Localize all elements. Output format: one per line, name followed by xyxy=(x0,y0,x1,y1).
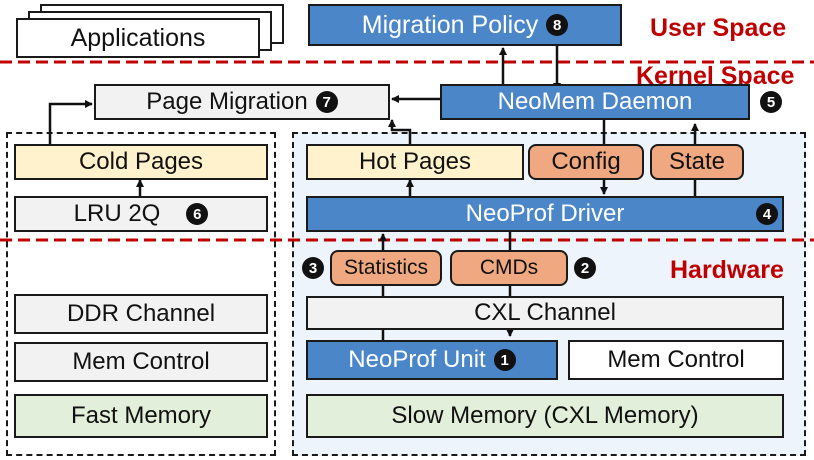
mem-control-right-box: Mem Control xyxy=(568,340,784,380)
lru-2q-label: LRU 2Q xyxy=(73,200,161,227)
local-region xyxy=(6,132,276,456)
cxl-channel-label: CXL Channel xyxy=(474,299,616,326)
state-box: State xyxy=(650,144,744,180)
neoprof-unit-label: NeoProf Unit xyxy=(348,346,486,373)
marker-3: 3 xyxy=(302,257,324,279)
marker-8: 8 xyxy=(546,14,569,36)
neoprof-unit-box: NeoProf Unit 1 xyxy=(306,340,558,380)
cold-pages-label: Cold Pages xyxy=(78,148,204,175)
hot-pages-box: Hot Pages xyxy=(306,144,524,180)
ddr-channel-label: DDR Channel xyxy=(66,300,216,327)
slow-memory-label: Slow Memory (CXL Memory) xyxy=(391,402,699,429)
hardware-label: Hardware xyxy=(670,256,784,284)
statistics-label: Statistics xyxy=(343,256,429,279)
cmds-box: CMDs xyxy=(450,250,568,286)
mem-control-left-label: Mem Control xyxy=(72,348,210,375)
cold-pages-box: Cold Pages xyxy=(14,144,268,180)
mem-control-left-box: Mem Control xyxy=(14,342,268,382)
page-migration-label: Page Migration xyxy=(146,88,308,115)
fast-memory-label: Fast Memory xyxy=(70,402,211,429)
state-label: State xyxy=(668,148,726,175)
neomem-daemon-box: NeoMem Daemon xyxy=(440,84,750,120)
ddr-channel-box: DDR Channel xyxy=(14,294,268,334)
cmds-label: CMDs xyxy=(479,256,539,279)
config-label: Config xyxy=(551,148,621,175)
applications-label: Applications xyxy=(70,23,206,52)
marker-4: 4 xyxy=(756,203,778,225)
lru-2q-box: LRU 2Q 6 xyxy=(14,196,268,232)
marker-7: 7 xyxy=(315,91,338,113)
user-space-label: User Space xyxy=(650,14,787,42)
neoprof-driver-label: NeoProf Driver xyxy=(465,200,625,227)
neomem-daemon-label: NeoMem Daemon xyxy=(497,88,693,115)
neoprof-driver-box: NeoProf Driver xyxy=(306,196,784,232)
config-box: Config xyxy=(528,144,644,180)
mem-control-right-label: Mem Control xyxy=(607,346,745,373)
hot-pages-label: Hot Pages xyxy=(358,148,472,175)
marker-6: 6 xyxy=(186,203,209,225)
migration-policy-label: Migration Policy xyxy=(361,10,539,39)
marker-2: 2 xyxy=(574,257,596,279)
page-migration-box: Page Migration 7 xyxy=(94,84,390,120)
marker-5: 5 xyxy=(760,91,782,113)
statistics-box: Statistics xyxy=(330,250,442,286)
migration-policy-box: Migration Policy 8 xyxy=(308,4,622,46)
marker-1: 1 xyxy=(493,349,516,371)
slow-memory-box: Slow Memory (CXL Memory) xyxy=(306,394,784,438)
fast-memory-box: Fast Memory xyxy=(14,394,268,438)
cxl-channel-box: CXL Channel xyxy=(306,296,784,330)
applications-box: Applications xyxy=(16,18,260,58)
